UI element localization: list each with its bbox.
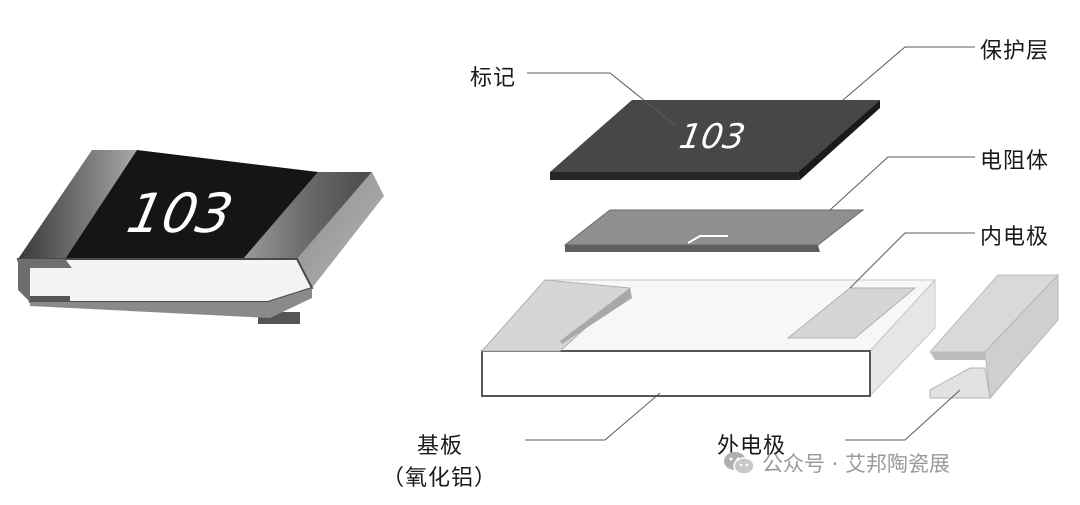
watermark-text: 公众号 · 艾邦陶瓷展 [762,452,951,476]
resistor-body-plate [563,209,865,252]
leader-substrate [525,392,661,441]
chip-right-endcap-top [243,172,372,259]
chip-left-endcap-top [18,150,137,259]
inner-electrode-right [786,287,917,339]
label-inner-electrode: 内电极 [980,225,1050,250]
label-substrate-material: （氧化铝） [382,466,498,491]
layer-marking-text: 103 [676,117,748,157]
wechat-icon [724,452,755,475]
protective-layer-plate: 103 [550,100,880,180]
laser-trim-mark [687,235,728,244]
chip-black-top [65,150,318,259]
label-marking: 标记 [470,66,517,91]
substrate-block [480,278,937,398]
label-resistor-body: 电阻体 [980,149,1050,174]
leader-outer-electrode [845,389,961,441]
leader-inner-electrode [849,232,975,289]
watermark: 公众号 · 艾邦陶瓷展 [722,448,950,478]
chip-bottom-electrode-left [30,296,70,306]
chip-front-left-cap [18,259,72,302]
label-protective-layer: 保护层 [980,39,1050,64]
label-substrate: 基板 [417,434,464,459]
outer-electrode-cap [928,273,1060,400]
leader-resistor-body [829,156,975,211]
chip-marking-text: 103 [122,182,238,245]
chip-bottom-edge [30,288,312,318]
assembled-chip-resistor: 103 [16,150,384,324]
leader-lines [525,46,975,441]
leader-marking [527,72,676,126]
chip-right-endcap-side [297,172,384,288]
leader-protective-layer [842,46,975,101]
